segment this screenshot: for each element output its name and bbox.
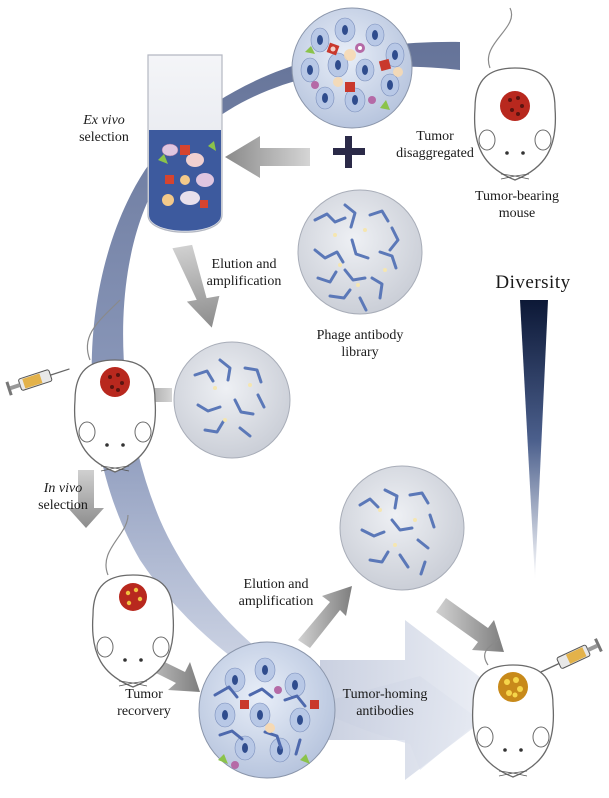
ex-vivo-tube <box>148 55 222 232</box>
tumor-recovery-label: Tumor recorvery <box>104 686 184 720</box>
diversity-label: Diversity <box>478 272 588 294</box>
result-mouse <box>473 640 554 777</box>
phage-library-circle <box>298 190 422 314</box>
diversity-wedge <box>520 300 548 580</box>
phage-library-label: Phage antibody library <box>305 327 415 361</box>
amplified-phage-circle <box>340 466 464 590</box>
tumor-bearing-mouse <box>475 8 556 180</box>
ex-vivo-label: Ex vivo selection <box>64 112 144 146</box>
elution-amplification-label-2: Elution and amplification <box>226 576 326 610</box>
tumor-disaggregated-circle <box>292 8 412 128</box>
tumor-homing-antibodies-label: Tumor-homing antibodies <box>330 686 440 720</box>
plus-icon <box>333 136 365 168</box>
elution-amplification-label-1: Elution and amplification <box>194 256 294 290</box>
tumor-disaggregated-label: Tumor disaggregated <box>385 128 485 162</box>
in-vivo-label: In vivo selection <box>28 480 98 514</box>
tumor-recovery-circle <box>199 642 335 778</box>
tumor-bearing-mouse-label: Tumor-bearing mouse <box>462 188 572 222</box>
syringe-icon-left <box>5 362 71 395</box>
eluted-phage-circle <box>174 342 290 458</box>
syringe-icon-right <box>538 638 603 678</box>
